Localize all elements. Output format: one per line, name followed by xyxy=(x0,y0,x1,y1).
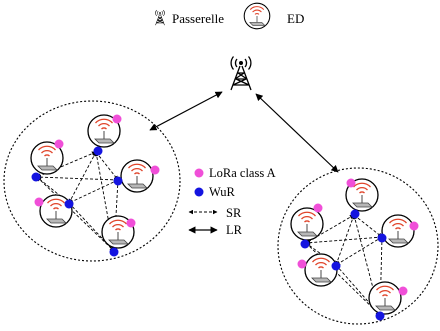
cluster-left xyxy=(3,100,181,262)
ed-node xyxy=(39,194,73,228)
lr-link-gateway-cluster-left xyxy=(149,91,223,131)
cluster-left-boundary xyxy=(3,100,181,262)
gateway-antenna-icon xyxy=(230,55,252,91)
lora-legend-dot xyxy=(194,168,204,178)
lr-link-gateway-cluster-right xyxy=(255,93,339,173)
legend-side: LoRa class A WuR SR LR xyxy=(188,166,276,237)
sr-legend-label: SR xyxy=(226,206,242,220)
ed-node xyxy=(304,253,338,287)
gateway-legend-icon xyxy=(155,9,165,26)
wur-legend-label: WuR xyxy=(209,185,236,199)
cluster-left-dots xyxy=(31,114,160,257)
gateway-legend-label: Passerelle xyxy=(172,11,224,26)
ed-node xyxy=(368,281,402,315)
ed-node xyxy=(381,214,415,248)
lora-legend-label: LoRa class A xyxy=(209,166,276,180)
cluster-right-boundary xyxy=(277,167,439,325)
ed-node xyxy=(120,159,154,193)
lr-legend-label: LR xyxy=(226,223,243,237)
cluster-right xyxy=(277,167,439,325)
wur-legend-dot xyxy=(194,187,204,197)
ed-node xyxy=(290,207,324,241)
legend-top: Passerelle ED xyxy=(155,2,304,30)
ed-legend-icon xyxy=(243,2,271,30)
cluster-right-dots xyxy=(297,178,419,321)
ed-legend-label: ED xyxy=(287,11,304,26)
